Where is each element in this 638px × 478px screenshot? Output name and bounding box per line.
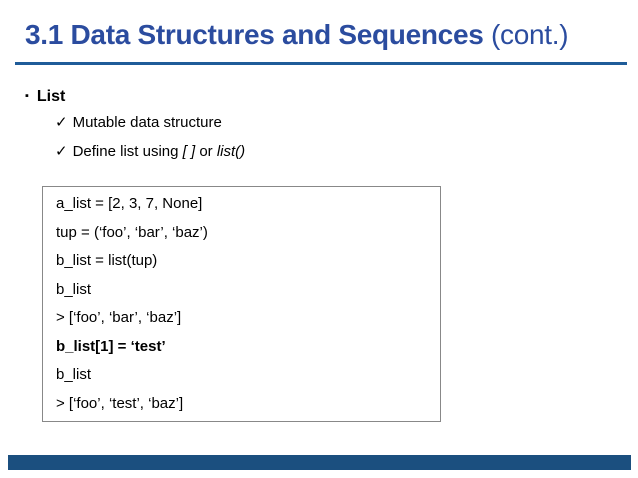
list-heading: ▪ List: [25, 87, 65, 106]
bullet-text-segment: Define list using: [72, 143, 183, 160]
sub-bullet-list: ✓Mutable data structure✓Define list usin…: [55, 108, 245, 166]
check-icon: ✓: [55, 143, 68, 160]
check-icon: ✓: [55, 114, 68, 131]
slide-title-main: 3.1 Data Structures and Sequences: [25, 19, 484, 50]
title-underline-rule: [15, 62, 627, 65]
square-bullet-icon: ▪: [25, 90, 29, 102]
check-bullet-item: ✓Mutable data structure: [55, 108, 245, 137]
code-box: a_list = [2, 3, 7, None] tup = (‘foo’, ‘b…: [42, 186, 441, 422]
bullet-text-segment: list(): [216, 143, 246, 160]
list-heading-label: List: [36, 88, 66, 105]
code-line: a_list = [2, 3, 7, None]: [56, 195, 203, 212]
code-line: b_list: [56, 366, 92, 383]
slide-title-suffix: (cont.): [483, 19, 569, 50]
bullet-text-segment: [ ]: [182, 143, 196, 160]
footer-bar: [8, 455, 631, 470]
code-line: b_list[1] = ‘test’: [56, 337, 166, 355]
bullet-text-segment: Mutable data structure: [72, 114, 222, 131]
check-bullet-item: ✓Define list using [ ] or list(): [55, 137, 245, 166]
code-line: > [‘foo’, ‘bar’, ‘baz’]: [56, 309, 182, 326]
code-line: tup = (‘foo’, ‘bar’, ‘baz’): [56, 223, 208, 241]
code-line: b_list = list(tup): [56, 252, 158, 269]
code-line: b_list: [56, 280, 92, 298]
slide-title: 3.1 Data Structures and Sequences (cont.…: [25, 19, 569, 50]
code-line: > [‘foo’, ‘test’, ‘baz’]: [56, 394, 184, 412]
bullet-text-segment: or: [195, 143, 217, 160]
